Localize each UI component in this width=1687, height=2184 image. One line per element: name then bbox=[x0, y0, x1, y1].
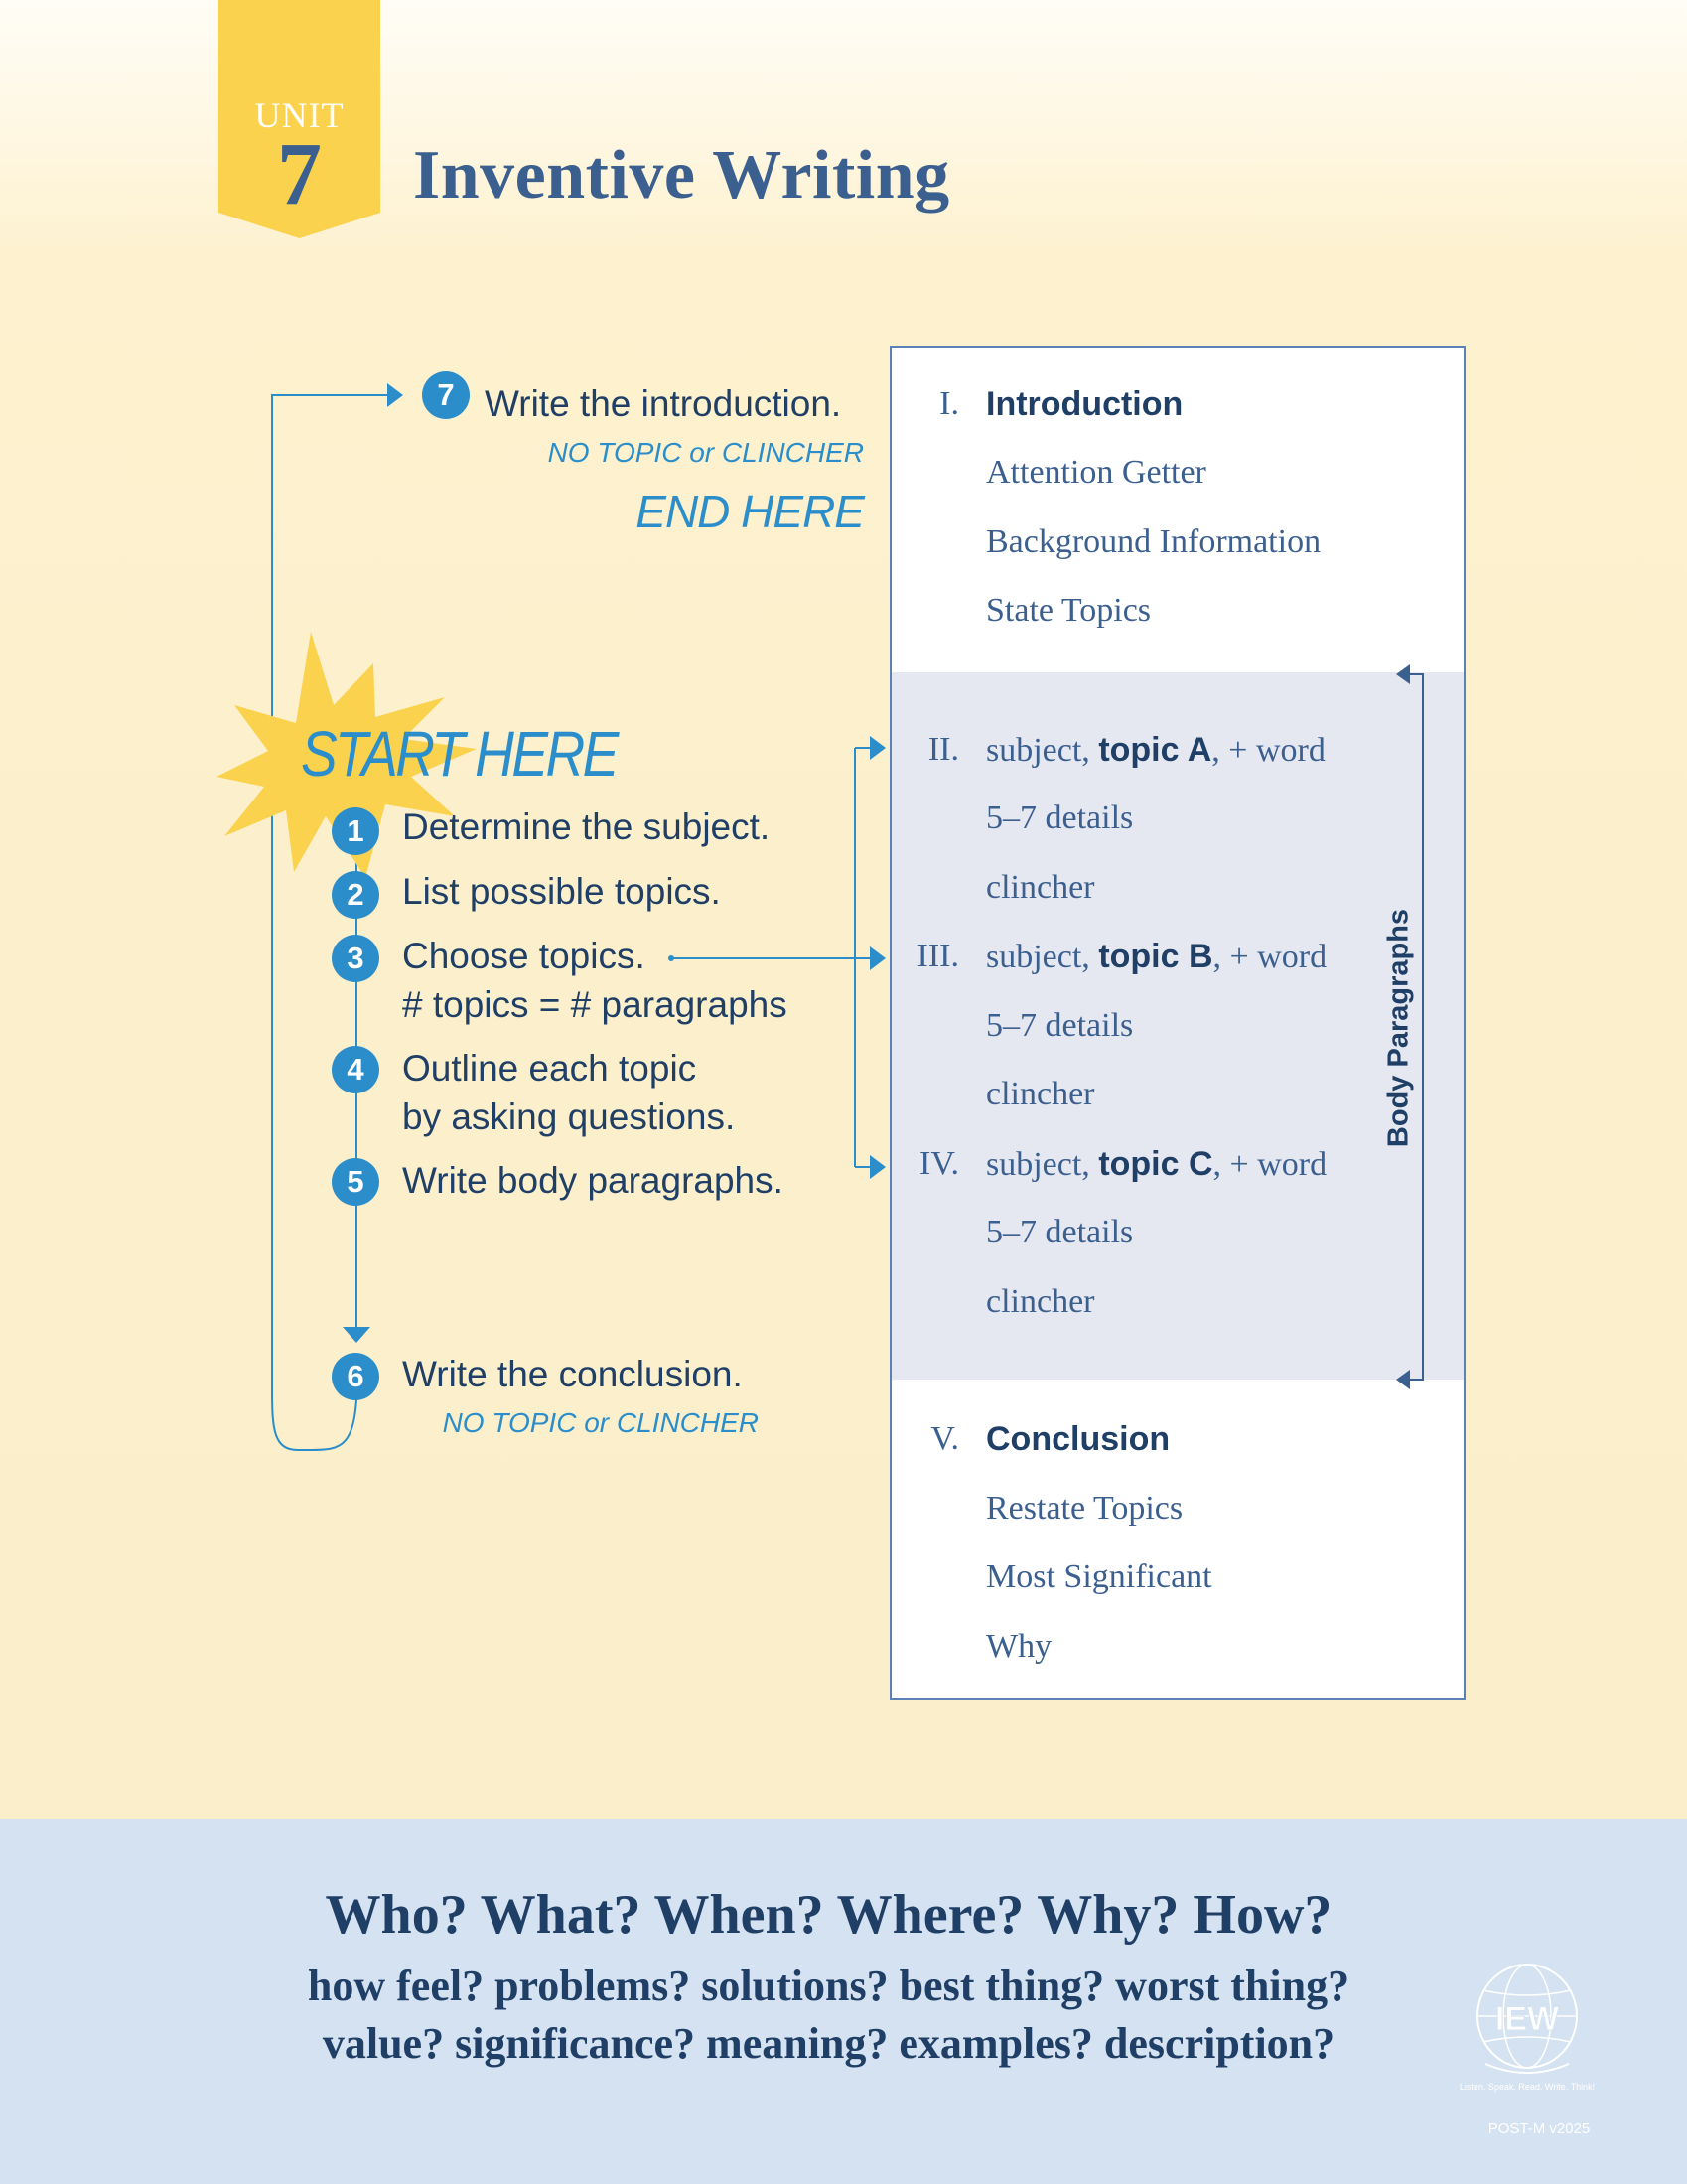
step-4-text: Outline each topic bbox=[402, 1048, 697, 1089]
step-4-number: 4 bbox=[332, 1046, 379, 1093]
topic-a-details: 5–7 details bbox=[986, 800, 1134, 836]
footer-code: POST-M v2025 bbox=[1487, 2120, 1591, 2137]
step-4-subtext: by asking questions. bbox=[402, 1096, 736, 1137]
step-5-number: 5 bbox=[332, 1158, 379, 1206]
topic-b-details: 5–7 details bbox=[986, 1007, 1134, 1044]
step-7-note: NO TOPIC or CLINCHER bbox=[547, 437, 864, 468]
start-here-label: START HERE bbox=[301, 718, 619, 790]
intro-item: Attention Getter bbox=[986, 454, 1206, 491]
step-5-text: Write body paragraphs. bbox=[402, 1160, 783, 1201]
page-title: Inventive Writing bbox=[413, 137, 950, 214]
topic-a-arrowhead bbox=[870, 736, 886, 760]
topic-c-clincher: clincher bbox=[986, 1283, 1095, 1320]
numeral-v: V. bbox=[930, 1420, 959, 1457]
body-paragraphs-band bbox=[892, 672, 1464, 1380]
numeral-ii: II. bbox=[927, 731, 959, 768]
loop-arrowhead bbox=[387, 383, 403, 407]
conclusion-heading: Conclusion bbox=[986, 1420, 1171, 1458]
step-6-number: 6 bbox=[332, 1353, 379, 1400]
introduction-heading: Introduction bbox=[986, 385, 1184, 423]
numeral-iv: IV. bbox=[919, 1145, 959, 1182]
topic-c-details: 5–7 details bbox=[986, 1214, 1134, 1250]
step-1-number: 1 bbox=[332, 807, 379, 855]
topic-b-clincher: clincher bbox=[986, 1076, 1095, 1112]
questions-band bbox=[0, 1819, 1687, 2184]
step-6-text: Write the conclusion. bbox=[402, 1354, 743, 1394]
unit-label: UNIT bbox=[254, 95, 345, 135]
step-7-number: 7 bbox=[422, 371, 470, 419]
body-paragraphs-bracket bbox=[1396, 664, 1424, 1389]
conclusion-item: Most Significant bbox=[986, 1558, 1212, 1595]
loop-line bbox=[271, 394, 387, 1451]
topic-a-line-text: subject, topic A, + word bbox=[986, 731, 1326, 769]
numeral-i: I. bbox=[939, 385, 959, 422]
step-1-text: Determine the subject. bbox=[402, 806, 771, 847]
step-2-text: List possible topics. bbox=[402, 871, 721, 912]
questions-main: Who? What? When? Where? Why? How? bbox=[325, 1884, 1333, 1946]
intro-item: State Topics bbox=[986, 592, 1152, 629]
iew-logo-icon: IEW bbox=[1476, 1964, 1578, 2074]
unit-badge: UNIT 7 bbox=[218, 0, 380, 238]
end-here-label: END HERE bbox=[635, 486, 865, 537]
conclusion-item: Why bbox=[986, 1628, 1053, 1665]
questions-line-2: value? significance? meaning? examples? … bbox=[322, 2019, 1336, 2068]
questions-line-1: how feel? problems? solutions? best thin… bbox=[307, 1962, 1350, 2010]
starburst-icon bbox=[216, 632, 477, 878]
numeral-iii: III. bbox=[916, 938, 959, 974]
step-7-text: Write the introduction. bbox=[485, 383, 842, 424]
flow-connectors bbox=[271, 383, 886, 1451]
steps-arrowhead bbox=[343, 1327, 370, 1343]
step-3-number: 3 bbox=[332, 935, 379, 982]
topic-c-arrowhead bbox=[870, 1155, 886, 1179]
step-2-number: 2 bbox=[332, 871, 379, 919]
step-3-subtext: # topics = # paragraphs bbox=[402, 984, 787, 1025]
logo-text: IEW bbox=[1495, 2000, 1560, 2038]
topic-b-arrowhead bbox=[870, 946, 886, 970]
intro-item: Background Information bbox=[986, 523, 1322, 560]
topic-c-line-text: subject, topic C, + word bbox=[986, 1145, 1328, 1183]
unit-number: 7 bbox=[277, 125, 322, 223]
topic-a-clincher: clincher bbox=[986, 869, 1095, 906]
step-3-text: Choose topics. bbox=[402, 936, 645, 976]
conclusion-item: Restate Topics bbox=[986, 1490, 1184, 1527]
step-6-note: NO TOPIC or CLINCHER bbox=[442, 1407, 759, 1438]
logo-tagline: Listen. Speak. Read. Write. Think! bbox=[1459, 2082, 1596, 2092]
topic-b-line-text: subject, topic B, + word bbox=[986, 938, 1328, 975]
